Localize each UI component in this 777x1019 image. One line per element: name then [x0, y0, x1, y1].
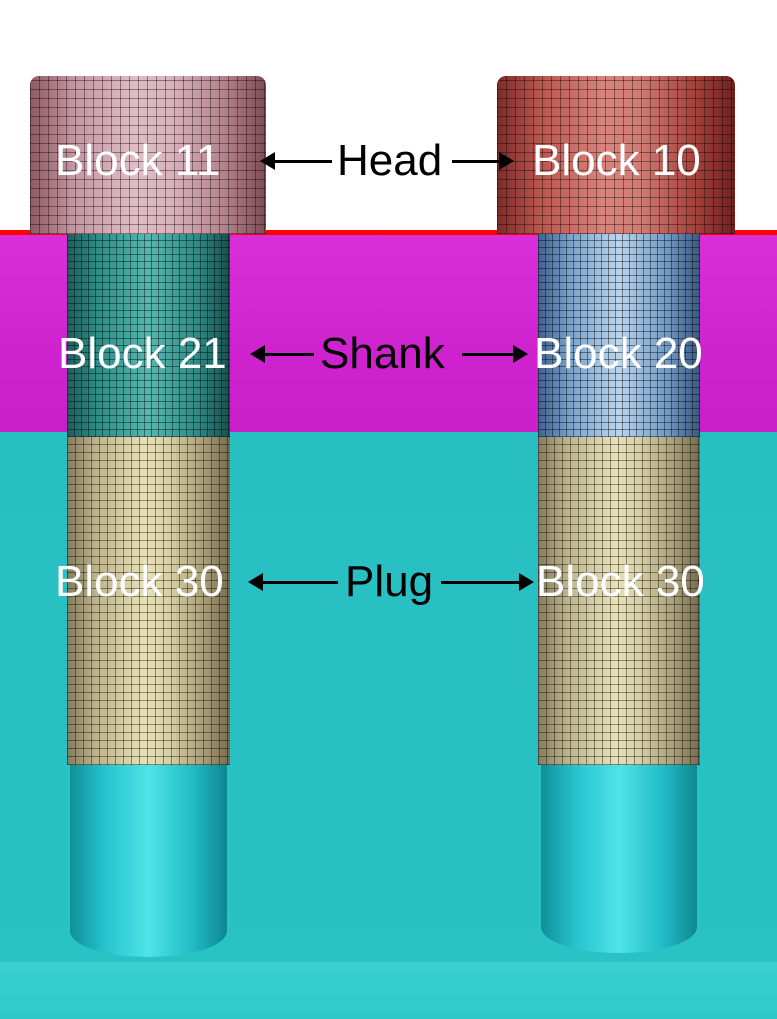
- label-block-10: Block 10: [532, 136, 701, 185]
- label-block-11: Block 11: [55, 136, 221, 185]
- arrow-shaft: [441, 580, 519, 584]
- arrowhead-right-icon: [499, 152, 514, 170]
- left-bolt-head-block-11: [30, 76, 266, 234]
- arrow-shaft: [462, 352, 513, 356]
- label-plug: Plug: [345, 557, 434, 606]
- arrow-plug-to-right-icon: [441, 573, 534, 591]
- label-head: Head: [337, 136, 443, 185]
- right-bolt-tip: [541, 765, 697, 953]
- cyan-ground-front-face: [0, 962, 777, 1019]
- arrow-shank-to-left-icon: [250, 345, 314, 363]
- right-bolt-shank-block-20: [538, 234, 700, 437]
- label-block-30-left: Block 30: [55, 557, 224, 606]
- right-bolt-head-block-10: [497, 76, 735, 234]
- arrow-head-to-left-icon: [260, 152, 332, 170]
- left-bolt-tip: [70, 765, 227, 957]
- arrowhead-right-icon: [513, 345, 528, 363]
- left-bolt-plug-block-30: [67, 437, 230, 765]
- arrow-shank-to-right-icon: [462, 345, 528, 363]
- arrowhead-left-icon: [250, 345, 265, 363]
- arrowhead-left-icon: [248, 573, 263, 591]
- label-block-30-right: Block 30: [536, 557, 705, 606]
- arrow-shaft: [275, 159, 332, 163]
- right-bolt-plug-block-30: [538, 437, 700, 765]
- arrowhead-right-icon: [519, 573, 534, 591]
- arrow-shaft: [452, 159, 499, 163]
- label-shank: Shank: [320, 329, 445, 378]
- arrow-shaft: [263, 580, 338, 584]
- arrow-plug-to-left-icon: [248, 573, 338, 591]
- arrowhead-left-icon: [260, 152, 275, 170]
- arrow-head-to-right-icon: [452, 152, 514, 170]
- label-block-20: Block 20: [534, 329, 703, 378]
- arrow-shaft: [265, 352, 314, 356]
- left-bolt-shank-block-21: [67, 234, 230, 437]
- label-block-21: Block 21: [58, 329, 227, 378]
